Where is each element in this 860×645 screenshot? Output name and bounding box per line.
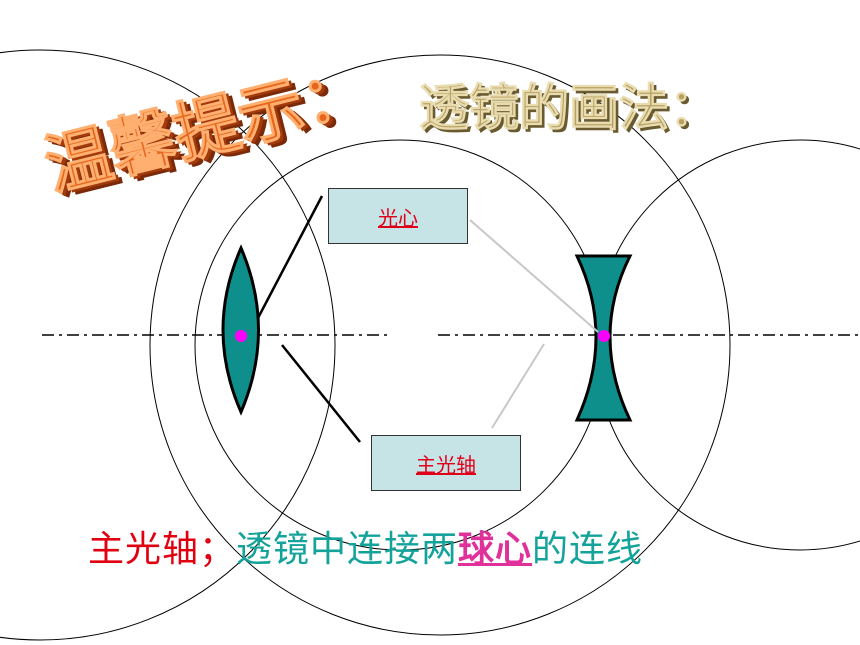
optical-center-point-right: [598, 330, 610, 342]
pointer-principal-axis: [281, 344, 361, 443]
caption-part-1: 主光轴；: [88, 529, 237, 570]
principal-axis-label: 主光轴: [371, 435, 521, 491]
caption-part-3: 球心: [458, 529, 533, 570]
caption-part-2: 透镜中连接两: [236, 529, 459, 570]
sphere-circle-left-outer: [0, 49, 336, 641]
optical-center-label: 光心: [328, 188, 468, 244]
pointer-optical-center-right: [469, 219, 599, 333]
convex-lens: [221, 244, 260, 416]
title-left: 温馨提示：: [37, 51, 376, 206]
optical-center-label-text: 光心: [378, 205, 418, 230]
principal-axis-label-text: 主光轴: [416, 452, 476, 477]
title-right: 透镜的画法：: [419, 79, 719, 137]
pointer-optical-center: [256, 195, 324, 319]
title-right-shadow: 透镜的画法：: [422, 82, 722, 140]
pointer-principal-axis-right: [491, 343, 545, 429]
caption: 主光轴；透镜中连接两球心的连线: [88, 520, 643, 572]
caption-part-4: 的连线: [532, 529, 644, 570]
sphere-circle-left-lens: [149, 54, 731, 636]
sphere-circle-right-b: [594, 139, 860, 551]
optical-center-point-left: [235, 330, 247, 342]
